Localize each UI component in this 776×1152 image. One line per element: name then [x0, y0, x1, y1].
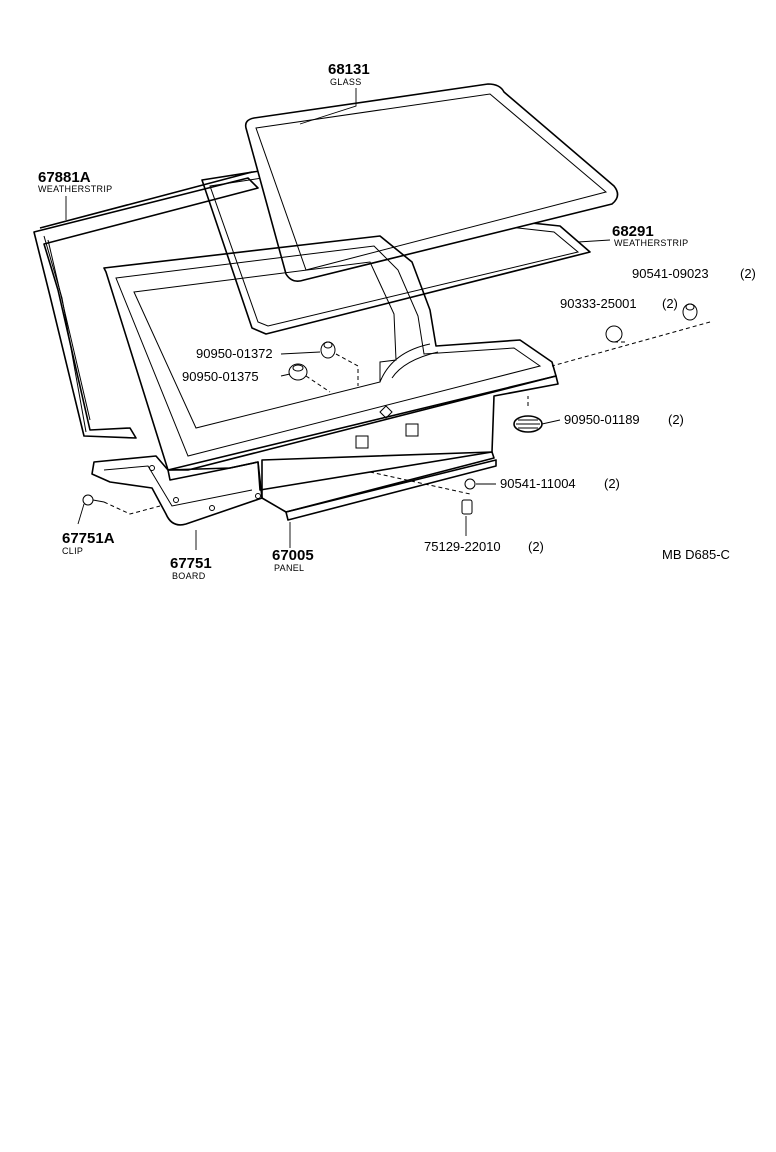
svg-text:90541-09023: 90541-09023 — [632, 266, 709, 281]
back-door-drawing — [103, 235, 559, 491]
hardware-drawing — [82, 303, 698, 515]
svg-text:67005: 67005 — [272, 547, 314, 564]
svg-text:PANEL: PANEL — [274, 563, 304, 573]
part-label-plug-a: 90333-25001 (2) — [560, 296, 678, 311]
svg-text:(2): (2) — [604, 476, 620, 491]
svg-text:90950-01189: 90950-01189 — [564, 412, 640, 427]
svg-text:75129-22010: 75129-22010 — [424, 539, 501, 554]
svg-text:WEATHERSTRIP: WEATHERSTRIP — [38, 184, 112, 194]
part-label-clip: 67751A CLIP — [62, 530, 115, 556]
glass-drawing — [244, 83, 619, 282]
part-label-panel: 67005 PANEL — [272, 547, 314, 573]
svg-text:67881A: 67881A — [38, 169, 91, 186]
svg-text:GLASS: GLASS — [330, 77, 362, 87]
svg-text:90950-01375: 90950-01375 — [182, 369, 259, 384]
board-drawing — [91, 455, 263, 526]
part-label-weatherstrip-outer: 67881A WEATHERSTRIP — [38, 169, 112, 194]
part-label-clip-b: 75129-22010 (2) — [424, 539, 544, 554]
svg-text:WEATHERSTRIP: WEATHERSTRIP — [614, 238, 688, 248]
svg-text:67751A: 67751A — [62, 530, 115, 547]
part-label-bolt-a: 90541-09023 (2) — [632, 266, 756, 281]
svg-text:BOARD: BOARD — [172, 571, 206, 581]
svg-text:(2): (2) — [528, 539, 544, 554]
dashed-lines — [103, 321, 711, 515]
svg-text:67751: 67751 — [170, 555, 212, 572]
svg-text:(2): (2) — [668, 412, 684, 427]
part-label-bolt-b: 90541-11004 (2) — [500, 476, 620, 491]
part-label-glass: 68131 GLASS — [328, 61, 370, 87]
part-label-weatherstrip-glass: 68291 WEATHERSTRIP — [612, 223, 688, 248]
svg-text:90541-11004: 90541-11004 — [500, 476, 576, 491]
svg-text:90950-01372: 90950-01372 — [196, 346, 273, 361]
svg-text:90333-25001: 90333-25001 — [560, 296, 637, 311]
svg-text:(2): (2) — [662, 296, 678, 311]
svg-text:CLIP: CLIP — [62, 546, 83, 556]
leader-lines — [65, 88, 611, 550]
outer-weatherstrip-drawing — [33, 171, 259, 439]
part-label-board: 67751 BOARD — [170, 555, 212, 581]
panel-drawing — [261, 451, 497, 521]
svg-text:68131: 68131 — [328, 61, 370, 78]
part-label-grommet: 90950-01189 (2) — [564, 412, 684, 427]
part-label-cushion-a: 90950-01372 — [196, 346, 273, 361]
svg-text:68291: 68291 — [612, 223, 654, 240]
svg-text:(2): (2) — [740, 266, 756, 281]
part-label-cushion-b: 90950-01375 — [182, 369, 259, 384]
diagram-reference-code: MB D685-C — [662, 547, 730, 562]
